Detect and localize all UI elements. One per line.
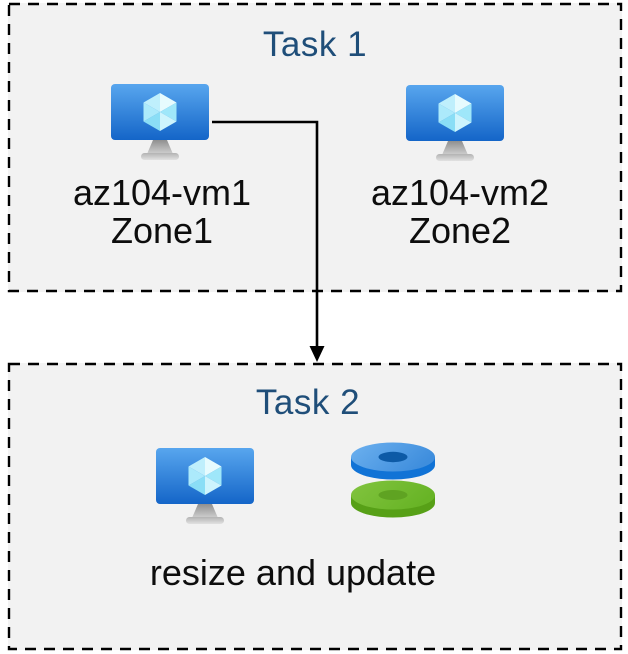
vm1-zone-label: Zone1 [110, 210, 214, 251]
vm2-label: az104-vm2 Zone2 [335, 174, 585, 250]
task2-title: Task 2 [255, 383, 361, 422]
azure-vm-icon [155, 448, 255, 526]
task2-box: Task 2 resize and update [8, 363, 622, 650]
task2-caption: resize and update [149, 552, 437, 593]
vm2-zone-label: Zone2 [408, 210, 512, 251]
azure-vm-icon [110, 84, 210, 162]
vm2-name-label: az104-vm2 [370, 172, 550, 213]
azure-disks-icon [340, 440, 446, 520]
task1-title: Task 1 [262, 25, 368, 64]
task1-box: Task 1 az104-vm1 Zone1 az104-vm2 Zone2 [8, 3, 622, 292]
azure-vm-icon [405, 85, 505, 163]
vm1-label: az104-vm1 Zone1 [37, 174, 287, 250]
vm1-name-label: az104-vm1 [72, 172, 252, 213]
